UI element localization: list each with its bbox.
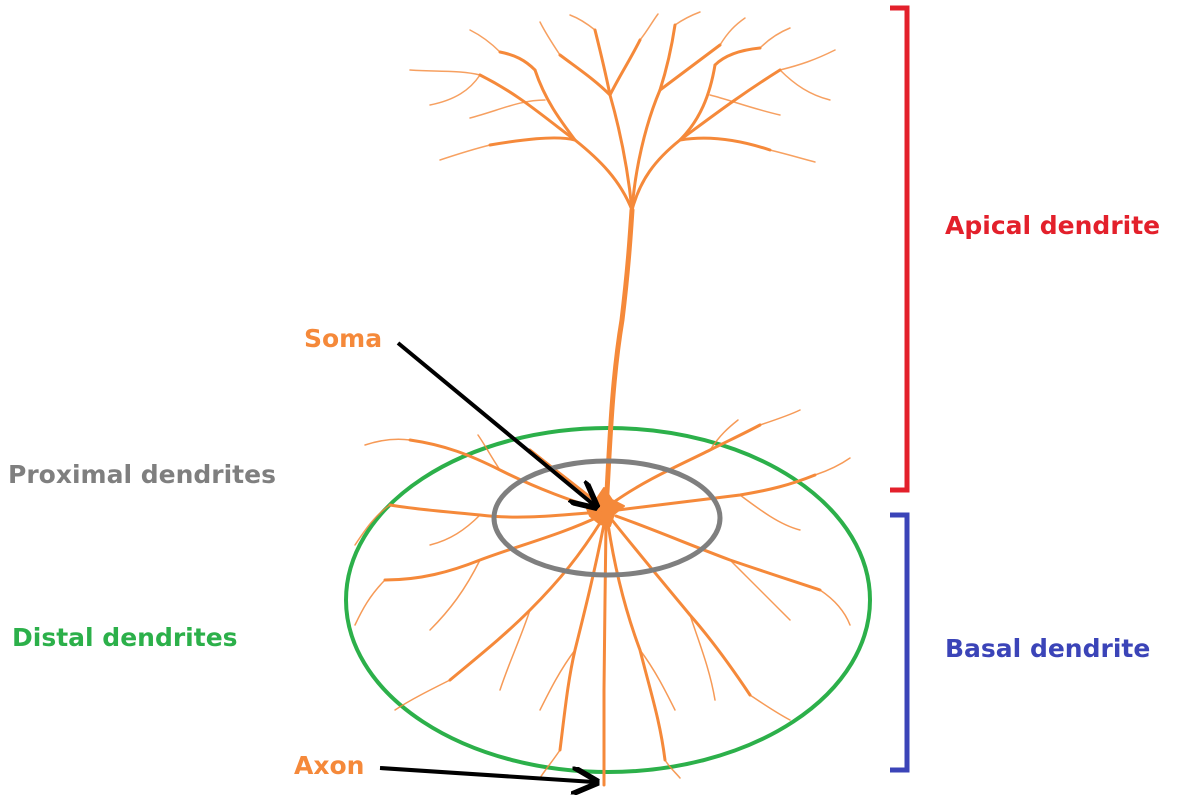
distal-region-ellipse — [344, 426, 872, 774]
basal-bracket — [890, 512, 910, 773]
label-basal-dendrite: Basal dendrite — [945, 634, 1151, 663]
label-apical-dendrite: Apical dendrite — [945, 211, 1161, 240]
label-axon: Axon — [294, 751, 365, 780]
label-distal-dendrites: Distal dendrites — [12, 623, 238, 652]
axon-line — [602, 522, 608, 787]
apical-trunk — [603, 207, 635, 513]
apical-tuft — [478, 23, 782, 212]
axon-arrow — [379, 766, 594, 782]
apical-bracket — [890, 5, 910, 493]
soma-arrow — [396, 341, 594, 505]
neuron — [354, 11, 851, 787]
proximal-region-ellipse — [491, 458, 723, 578]
basal-dendrites-fine — [354, 409, 851, 779]
basal-dendrites — [383, 423, 822, 762]
apical-tuft-fine — [409, 11, 836, 163]
label-proximal-dendrites: Proximal dendrites — [8, 460, 276, 489]
label-soma: Soma — [304, 324, 383, 353]
